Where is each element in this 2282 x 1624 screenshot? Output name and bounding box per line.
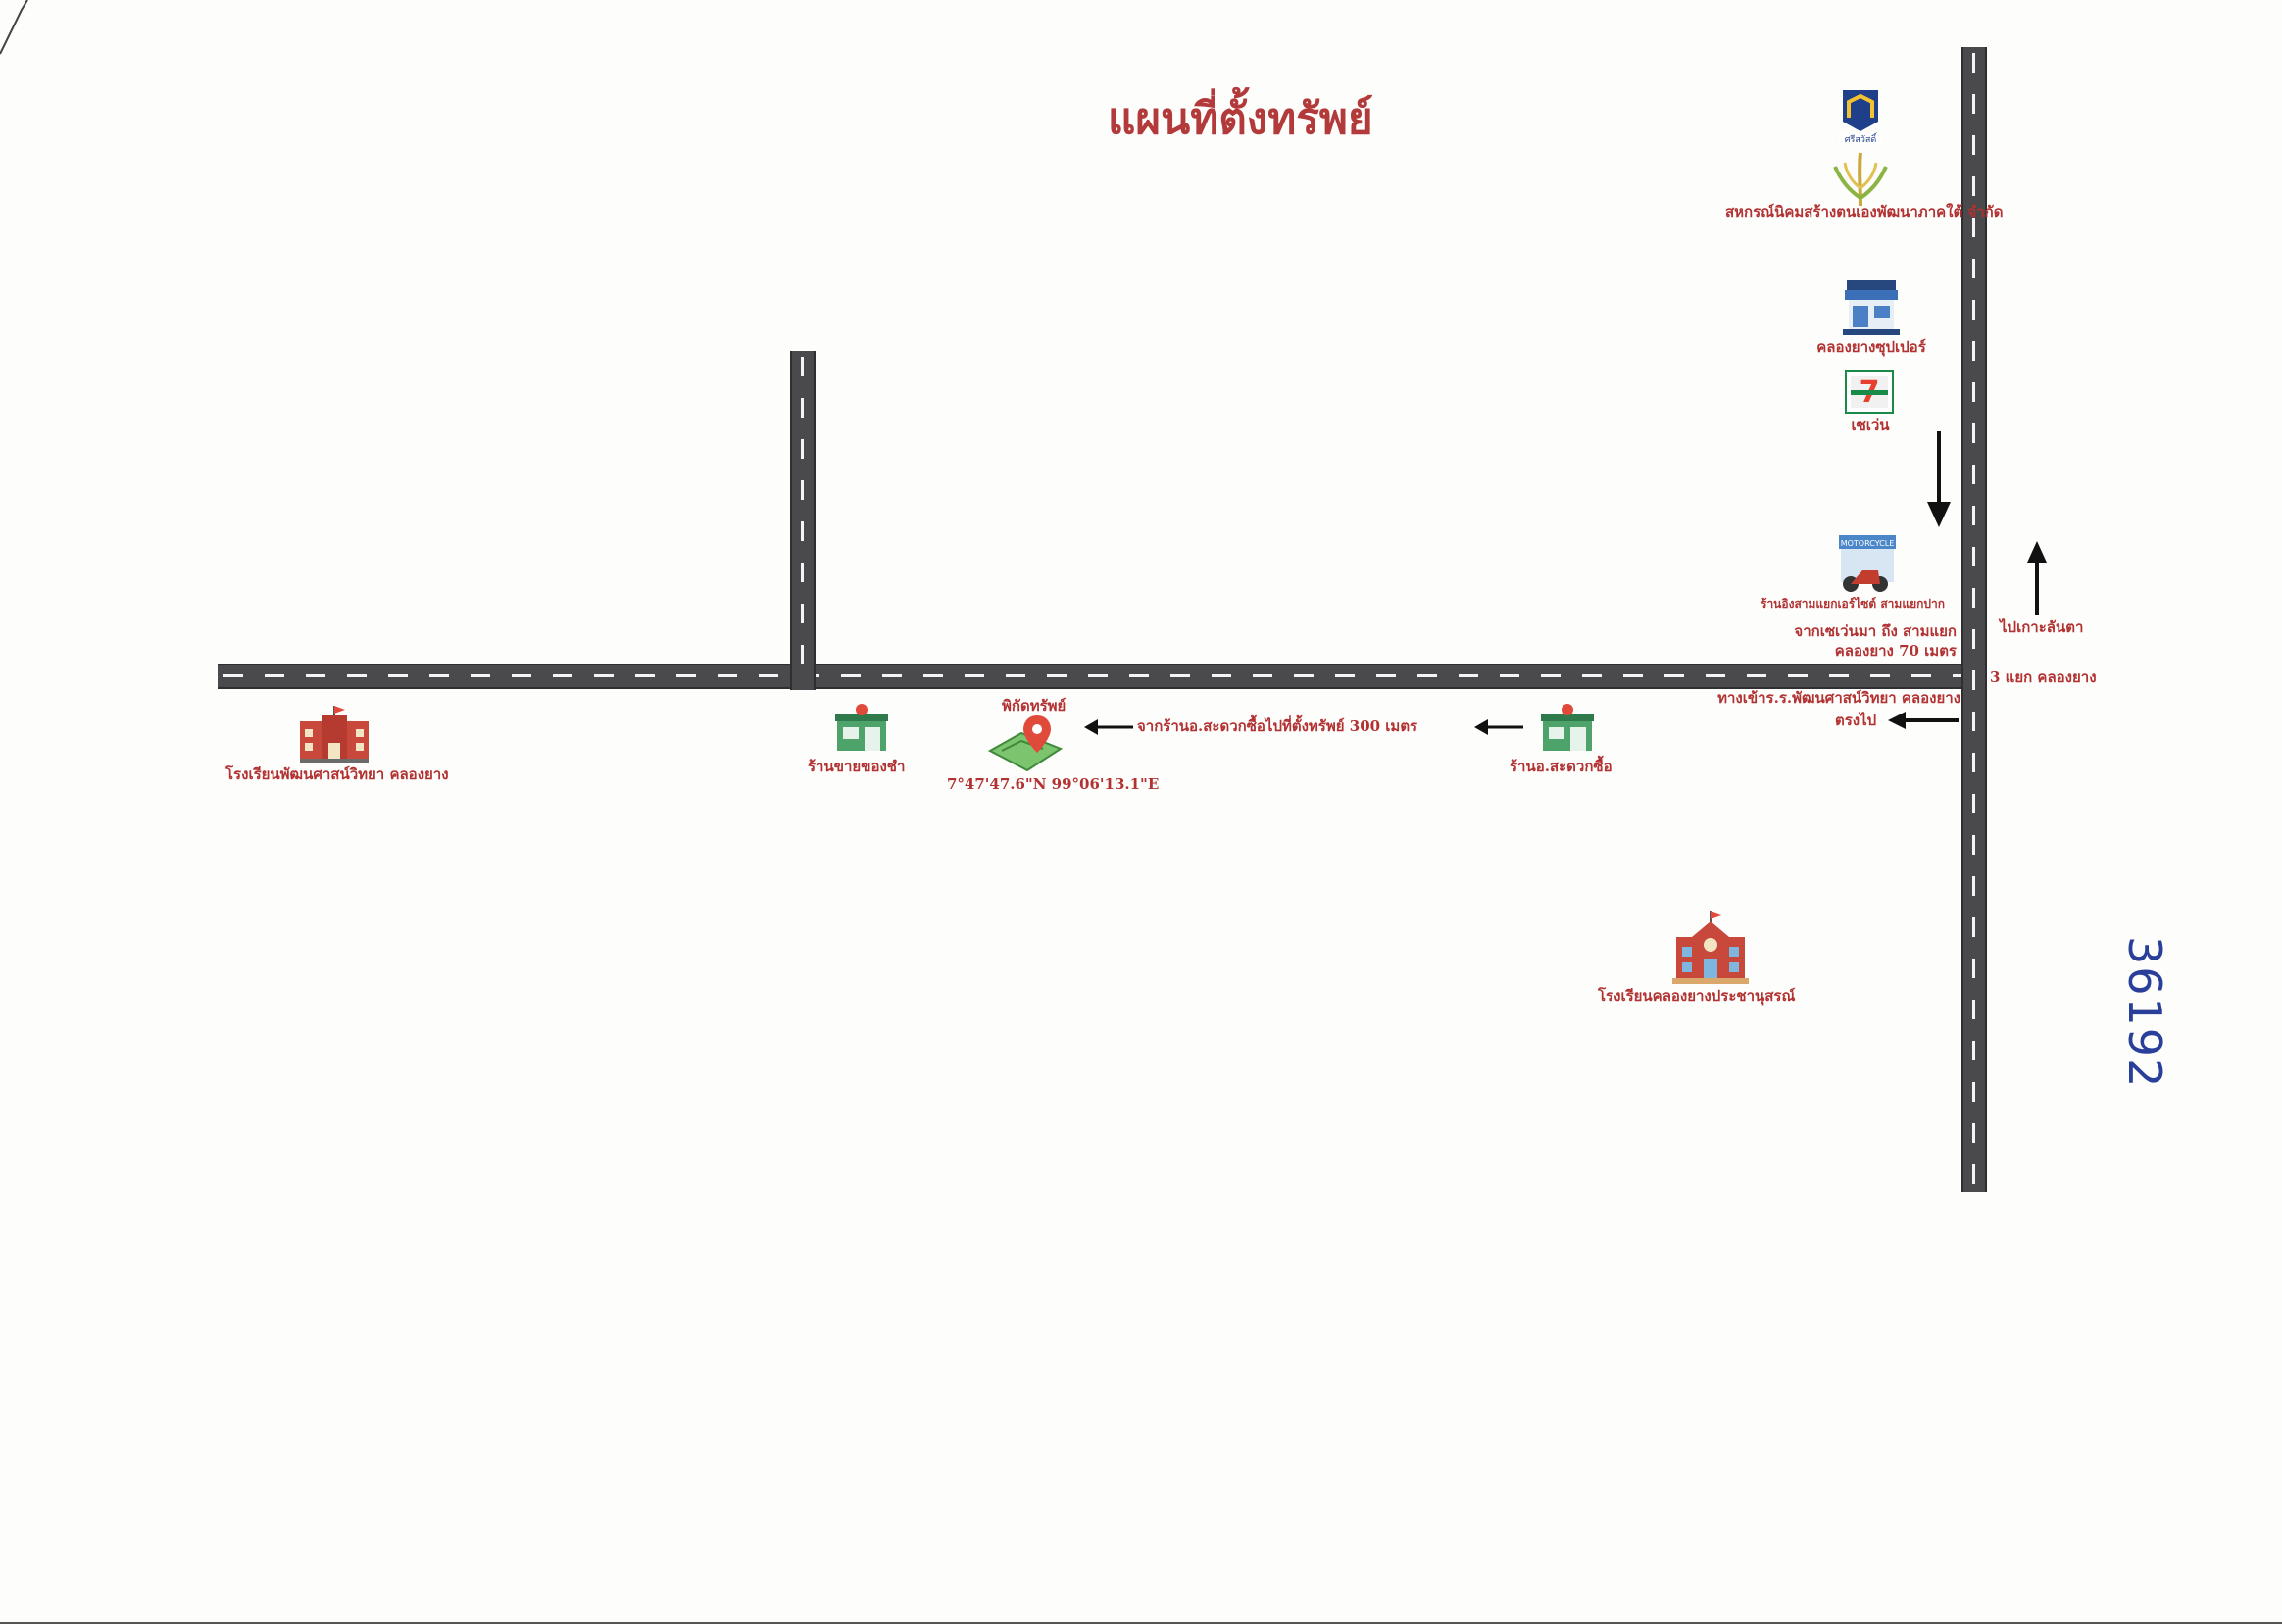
- distance-from-seven-line2: คลองยาง 70 เมตร: [1834, 642, 1957, 660]
- svg-text:MOTORCYCLE: MOTORCYCLE: [1841, 539, 1895, 548]
- svg-text:ศรีสวัสดิ์: ศรีสวัสดิ์: [1845, 132, 1878, 145]
- arrow-left-to-property-icon: [1084, 719, 1133, 735]
- arrow-up-icon: [2027, 541, 2047, 615]
- grocery-store-label: ร้านขายของชำ: [808, 758, 906, 775]
- arrow-left-from-store-icon: [1474, 719, 1523, 735]
- distance-from-seven-line1: จากเซเว่นมา ถึง สามแยก: [1794, 622, 1957, 640]
- school-left-icon: [300, 706, 369, 763]
- school-bottom-icon: [1672, 911, 1749, 984]
- to-koh-lanta-label: ไปเกาะลันตา: [2000, 618, 2084, 636]
- motorcycle-shop-icon: MOTORCYCLE: [1839, 535, 1896, 592]
- arrow-left-icon: [1888, 712, 1959, 729]
- main-horizontal-road: [218, 664, 1972, 689]
- map-title: แผนที่ตั้งทรัพย์: [1108, 94, 1373, 144]
- main-vertical-road: [1961, 47, 1987, 1192]
- school-entrance-label: ทางเข้าร.ร.พัฒนศาสน์วิทยา คลองยาง: [1717, 689, 1960, 707]
- property-location-pin-icon: [988, 715, 1063, 772]
- coop-label: สหกรณ์นิคมสร้างตนเองพัฒนาภาคใต้ จำกัด: [1725, 203, 2004, 221]
- distance-from-seven-label: จากเซเว่นมา ถึง สามแยก คลองยาง 70 เมตร: [1725, 621, 1957, 661]
- property-coordinates: 7°47'47.6"N 99°06'13.1"E: [947, 775, 1160, 793]
- handwritten-number: 36192: [2118, 936, 2171, 1090]
- motorcycle-shop-label: ร้านอิงสามแยกเอร์ไซต์ สามแยกปาก: [1761, 597, 1945, 611]
- go-straight-label: ตรงไป: [1835, 712, 1877, 729]
- supermarket-icon: [1843, 280, 1900, 335]
- distance-to-property-label: จากร้านอ.สะดวกซื้อไปที่ตั้งทรัพย์ 300 เม…: [1137, 717, 1418, 735]
- rice-logo-icon: [1833, 152, 1888, 207]
- grocery-store-icon: [835, 704, 888, 751]
- seven-eleven-label: เซเว่น: [1851, 417, 1890, 434]
- arrow-down-icon: [1927, 431, 1951, 527]
- side-road: [790, 351, 816, 690]
- school-bottom-label: โรงเรียนคลองยางประชานุสรณ์: [1598, 987, 1796, 1005]
- junction-label: 3 แยก คลองยาง: [1990, 668, 2097, 686]
- school-left-label: โรงเรียนพัฒนศาสน์วิทยา คลองยาง: [225, 765, 449, 783]
- convenience-store-label: ร้านอ.สะดวกซื้อ: [1510, 758, 1612, 775]
- property-pin-label: พิกัดทรัพย์: [1002, 697, 1067, 714]
- supermarket-label: คลองยางซุปเปอร์: [1816, 338, 1926, 356]
- seven-eleven-icon: 7: [1845, 370, 1894, 414]
- coop-logo-icon: ศรีสวัสดิ์: [1839, 90, 1882, 145]
- convenience-store-icon: [1541, 704, 1594, 751]
